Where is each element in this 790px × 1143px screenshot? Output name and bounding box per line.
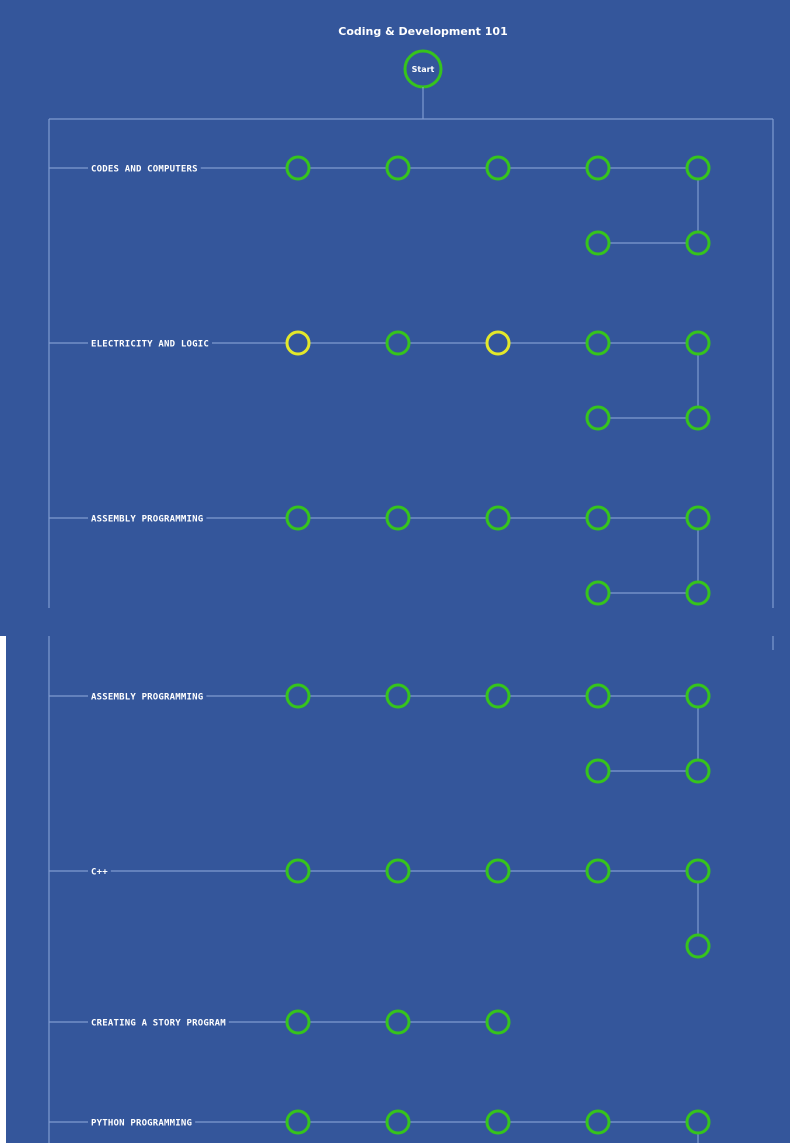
skill-node-complete[interactable]	[385, 683, 411, 709]
skill-node-complete[interactable]	[385, 330, 411, 356]
skill-node-complete[interactable]	[585, 330, 611, 356]
section-label: C++	[91, 868, 108, 878]
section-label: ASSEMBLY PROGRAMMING	[91, 515, 203, 525]
skill-node-complete[interactable]	[285, 1109, 311, 1135]
skill-node-complete[interactable]	[685, 683, 711, 709]
skill-node-complete[interactable]	[485, 155, 511, 181]
skill-node-complete[interactable]	[685, 933, 711, 959]
section-label: ASSEMBLY PROGRAMMING	[91, 693, 203, 703]
skill-node-complete[interactable]	[485, 683, 511, 709]
skill-node-complete[interactable]	[485, 505, 511, 531]
background-bottom	[6, 636, 790, 1143]
skill-node-complete[interactable]	[585, 405, 611, 431]
skill-node-complete[interactable]	[585, 1109, 611, 1135]
skill-node-complete[interactable]	[385, 1009, 411, 1035]
skill-node-complete[interactable]	[585, 683, 611, 709]
connectors	[49, 167, 699, 1143]
skill-node-complete[interactable]	[685, 1109, 711, 1135]
start-label: Start	[412, 65, 435, 74]
section-label: ELECTRICITY AND LOGIC	[91, 340, 209, 350]
skill-node-complete[interactable]	[285, 1009, 311, 1035]
skill-node-complete[interactable]	[585, 230, 611, 256]
background-top	[0, 0, 790, 636]
skill-node-complete[interactable]	[585, 858, 611, 884]
section-labels: CODES AND COMPUTERS ELECTRICITY AND LOGIC…	[91, 165, 226, 1129]
skill-node-complete[interactable]	[585, 580, 611, 606]
skill-node-complete[interactable]	[685, 230, 711, 256]
skill-node-complete[interactable]	[585, 505, 611, 531]
skill-node-complete[interactable]	[685, 330, 711, 356]
section-label: CREATING A STORY PROGRAM	[91, 1019, 226, 1029]
skill-node-complete[interactable]	[285, 505, 311, 531]
start-button[interactable]: Start	[403, 49, 443, 89]
skill-node-complete[interactable]	[685, 405, 711, 431]
white-margin	[0, 636, 6, 1143]
skill-node-complete[interactable]	[385, 155, 411, 181]
skill-node-complete[interactable]	[585, 758, 611, 784]
skill-node-current[interactable]	[285, 330, 311, 356]
skill-node-complete[interactable]	[685, 858, 711, 884]
skill-node-complete[interactable]	[685, 505, 711, 531]
skill-node-complete[interactable]	[585, 155, 611, 181]
skill-node-complete[interactable]	[485, 1009, 511, 1035]
skill-node-complete[interactable]	[385, 858, 411, 884]
tree-frame	[48, 87, 774, 1143]
page-title: Coding & Development 101	[338, 25, 507, 38]
skill-node-complete[interactable]	[385, 1109, 411, 1135]
section-label: CODES AND COMPUTERS	[91, 165, 198, 175]
skill-nodes	[285, 155, 711, 1135]
skill-node-complete[interactable]	[685, 580, 711, 606]
skill-node-current[interactable]	[485, 330, 511, 356]
skill-node-complete[interactable]	[685, 758, 711, 784]
skill-node-complete[interactable]	[485, 1109, 511, 1135]
skill-node-complete[interactable]	[485, 858, 511, 884]
skill-node-complete[interactable]	[685, 155, 711, 181]
section-label: PYTHON PROGRAMMING	[91, 1119, 192, 1129]
skill-node-complete[interactable]	[285, 683, 311, 709]
skill-node-complete[interactable]	[385, 505, 411, 531]
skill-node-complete[interactable]	[285, 858, 311, 884]
skill-node-complete[interactable]	[285, 155, 311, 181]
